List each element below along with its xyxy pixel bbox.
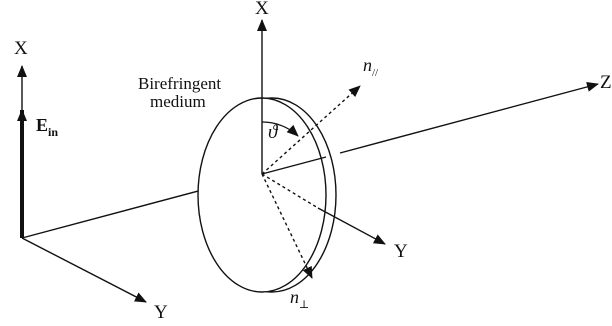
left-x-axis-label: X [14,38,28,59]
theta-label: ϑ [268,122,279,143]
z-axis-front [339,82,599,154]
e-in-symbol: E [36,115,48,135]
n-parallel-label: n// [363,55,379,79]
n-perp-subscript: ⊥ [299,299,309,311]
z-axis-inside-disk [261,156,327,175]
n-parallel-axis [261,85,361,175]
n-perp-axis [261,173,313,279]
medium-label-line1: Birefringent [138,74,221,93]
e-in-subscript: in [48,125,58,139]
n-parallel-symbol: n [363,55,372,75]
theta-arc [261,121,299,137]
center-y-axis-label: Y [394,241,408,262]
e-in-label: Ein [36,115,58,139]
medium-label-line2: medium [150,92,206,111]
left-y-axis [21,237,147,303]
center-y-axis-inside [261,173,319,209]
center-x-axis-label: X [255,0,269,19]
left-y-axis-label: Y [154,302,168,323]
n-perp-symbol: n [290,287,299,307]
center-y-axis [317,207,386,245]
n-perp-label: n⊥ [290,287,309,311]
center-z-axis-label: Z [600,72,612,93]
n-parallel-subscript: // [372,67,379,79]
